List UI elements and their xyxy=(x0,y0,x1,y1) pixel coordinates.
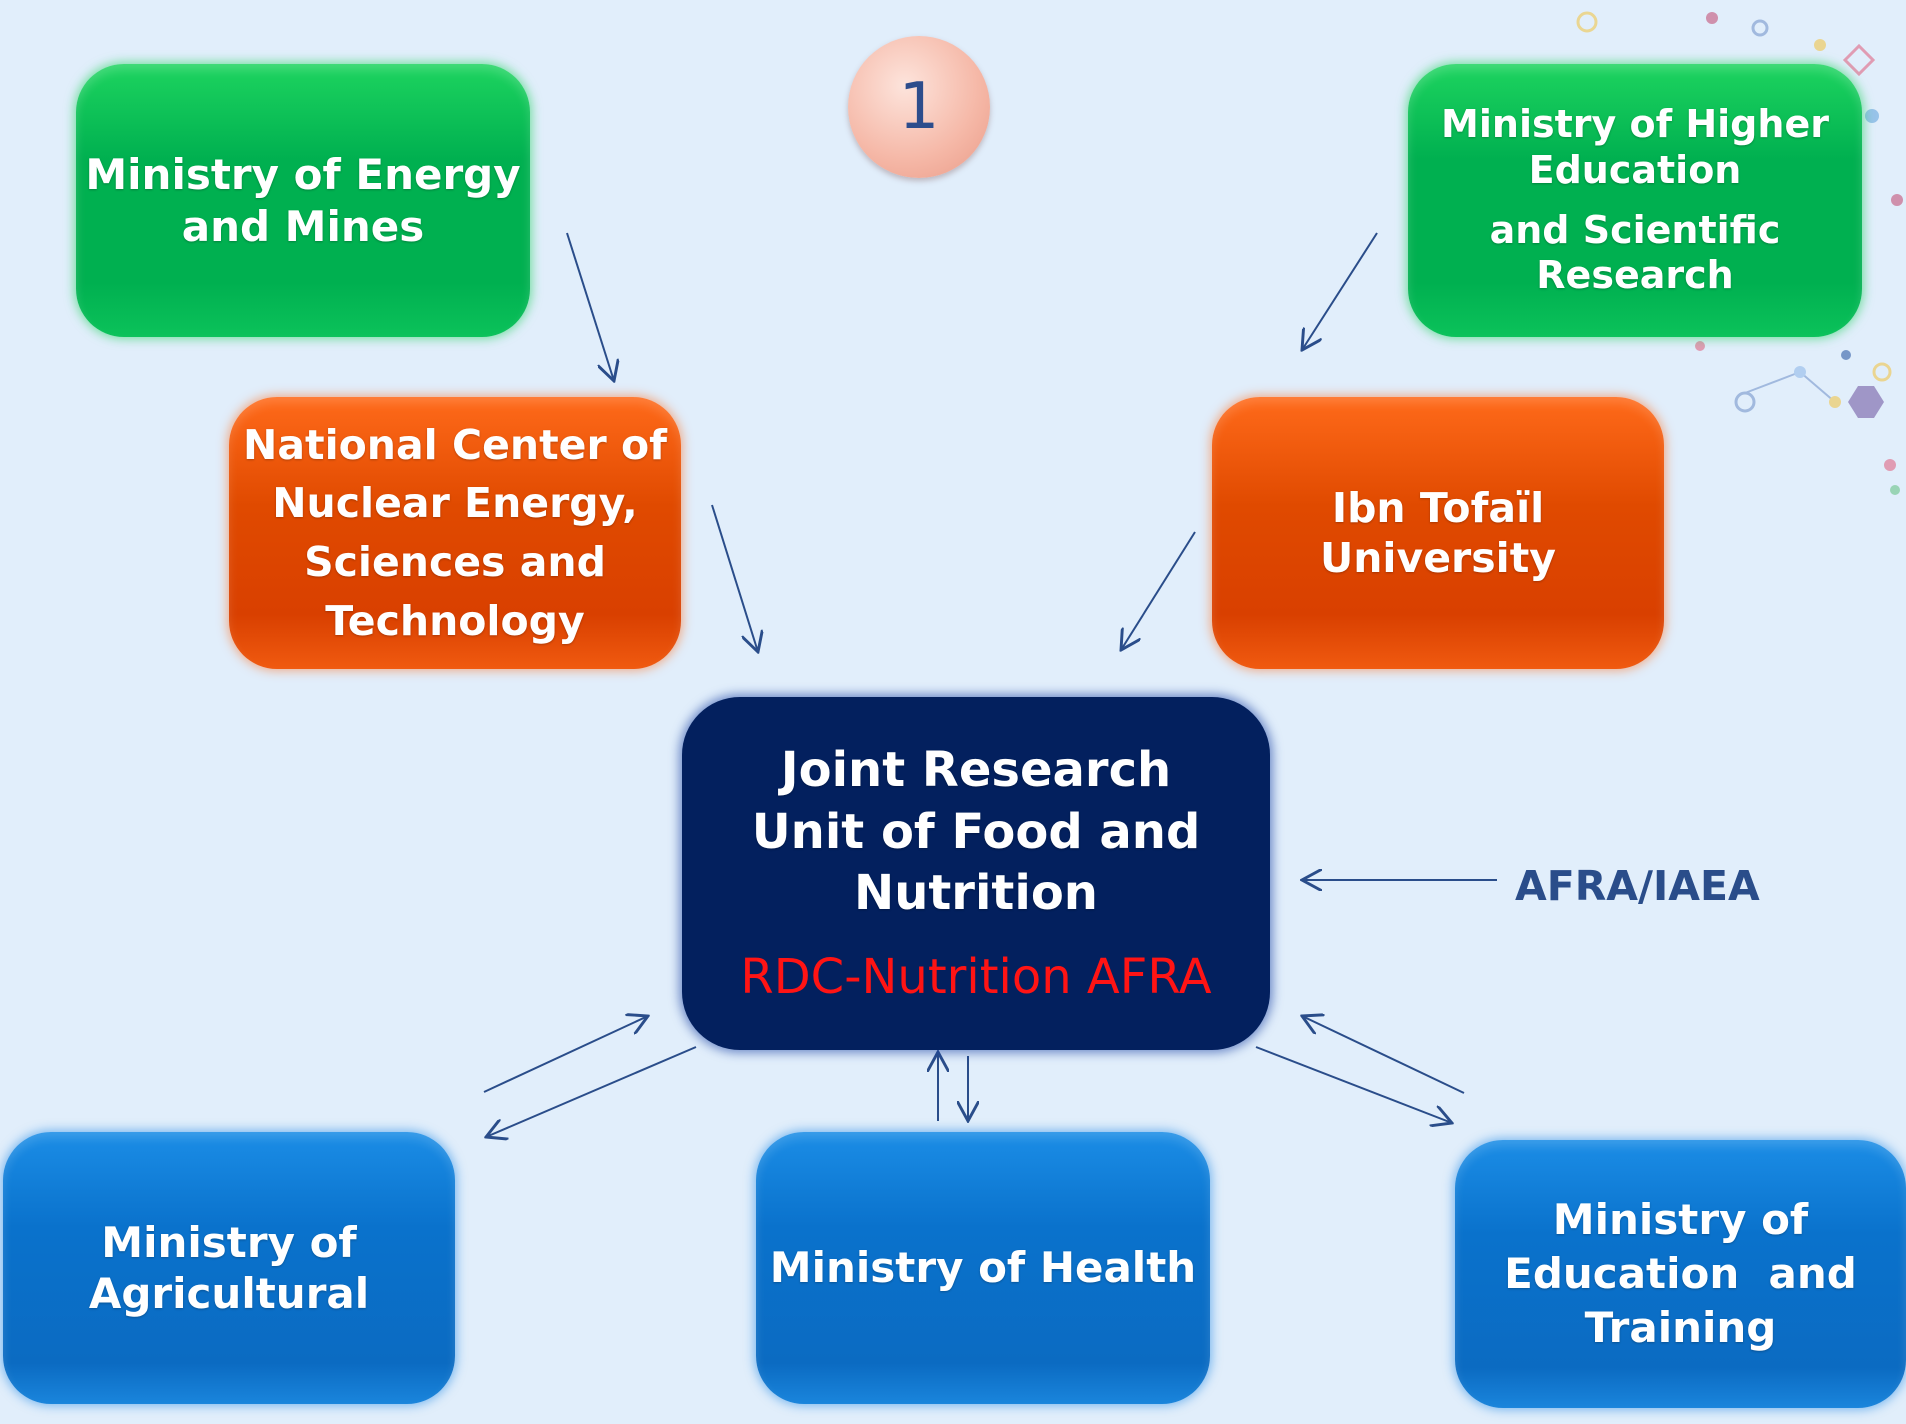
step-number-badge: 1 xyxy=(848,36,990,178)
node-label-line: Technology xyxy=(325,596,585,645)
node-label-line: Ministry of Energy xyxy=(85,150,521,200)
node-label-line: Sciences and xyxy=(304,538,606,586)
node-label-line: Education and xyxy=(1504,1249,1857,1299)
node-ministry-health: Ministry of Health xyxy=(756,1132,1210,1404)
node-label-line: Unit of Food and xyxy=(751,803,1201,860)
node-label-line: Nuclear Energy, xyxy=(272,479,638,528)
node-label-line: Joint Research xyxy=(780,742,1172,799)
node-national-center-nuclear-energy: National Center of Nuclear Energy, Scien… xyxy=(229,397,681,669)
node-subtitle: RDC-Nutrition AFRA xyxy=(740,949,1212,1006)
external-partner-afra-iaea: AFRA/IAEA xyxy=(1515,862,1760,910)
node-label-line: National Center of xyxy=(243,420,667,469)
arrow-agricultural-to-center xyxy=(483,1016,648,1093)
node-label-line: Ministry of Health xyxy=(769,1243,1197,1293)
node-ministry-energy-mines: Ministry of Energy and Mines xyxy=(76,64,530,337)
node-ministry-education-training: Ministry of Education and Training xyxy=(1455,1140,1906,1408)
node-label-line: Nutrition xyxy=(854,864,1098,921)
node-label-line: Ibn Tofaïl University xyxy=(1319,483,1557,582)
molecule-decoration xyxy=(1576,11,1903,495)
node-label-line: Education xyxy=(1528,147,1742,192)
arrow-cnesten-to-center xyxy=(711,504,758,652)
node-ministry-agricultural: Ministry of Agricultural xyxy=(3,1132,455,1404)
arrow-energy-to-cnesten xyxy=(566,232,614,381)
node-label-line: Training xyxy=(1584,1302,1777,1352)
arrow-center-to-agricultural xyxy=(486,1046,697,1137)
node-label-line: Research xyxy=(1536,253,1734,298)
node-label-line: Ministry of Higher xyxy=(1441,102,1829,147)
arrow-center-to-education xyxy=(1255,1046,1452,1123)
arrow-education-to-center xyxy=(1302,1016,1465,1094)
node-label-line: Ministry of xyxy=(101,1217,357,1267)
node-label-line: and Mines xyxy=(181,201,425,251)
node-label-line: and Scientific xyxy=(1489,207,1781,252)
node-ministry-higher-education: Ministry of Higher Education and Scienti… xyxy=(1408,64,1862,337)
node-label-line: Agricultural xyxy=(88,1269,370,1318)
arrow-higher-ed-to-ibn-tofail xyxy=(1302,232,1378,350)
node-label-line: Ministry of xyxy=(1552,1195,1809,1245)
arrow-ibn-tofail-to-center xyxy=(1121,531,1196,650)
step-number: 1 xyxy=(898,70,940,144)
node-joint-research-unit: Joint Research Unit of Food and Nutritio… xyxy=(682,697,1270,1050)
node-ibn-tofail-university: Ibn Tofaïl University xyxy=(1212,397,1664,669)
